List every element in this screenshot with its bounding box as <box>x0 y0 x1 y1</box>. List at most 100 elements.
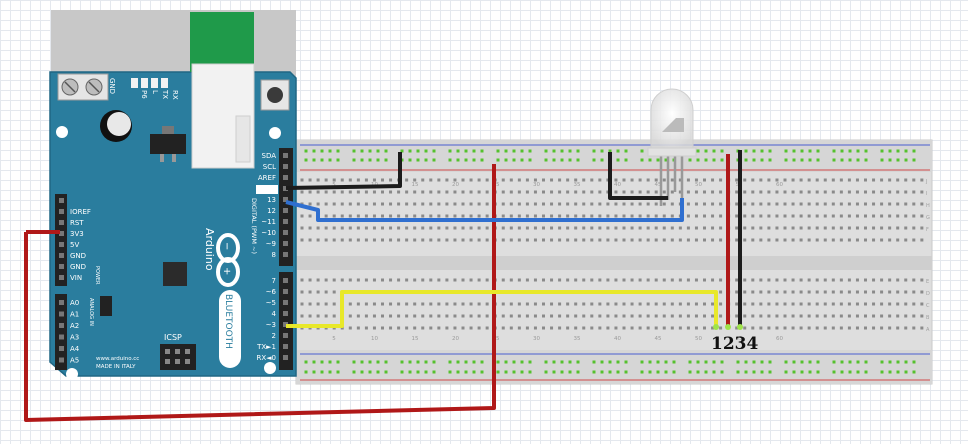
rail-hole <box>496 149 500 153</box>
rail-hole <box>496 360 500 364</box>
breadboard-hole <box>751 238 755 242</box>
breadboard-hole <box>558 226 562 230</box>
reset-button-cap[interactable] <box>267 87 283 103</box>
breadboard-hole <box>719 214 723 218</box>
breadboard-hole <box>606 226 610 230</box>
breadboard-hole <box>735 226 739 230</box>
breadboard-hole <box>815 290 819 294</box>
breadboard-hole <box>453 278 457 282</box>
rail-hole <box>712 360 716 364</box>
breadboard-hole <box>847 202 851 206</box>
breadboard-hole <box>783 326 787 330</box>
breadboard-hole <box>711 326 715 330</box>
rail-hole <box>472 370 476 374</box>
breadboard-hole <box>807 226 811 230</box>
breadboard-hole <box>550 238 554 242</box>
breadboard-hole <box>622 314 626 318</box>
breadboard-hole <box>485 238 489 242</box>
row-letter: H <box>926 203 930 209</box>
breadboard-hole <box>735 302 739 306</box>
rail-hole <box>696 370 700 374</box>
breadboard-hole <box>461 326 465 330</box>
breadboard-hole <box>332 178 336 182</box>
rail-hole <box>320 158 324 162</box>
breadboard-hole <box>831 226 835 230</box>
breadboard-hole <box>316 302 320 306</box>
breadboard-hole <box>582 326 586 330</box>
breadboard-hole <box>405 214 409 218</box>
rail-hole <box>760 149 764 153</box>
breadboard-hole <box>308 278 312 282</box>
breadboard-hole <box>719 302 723 306</box>
rail-hole <box>904 360 908 364</box>
power-group-label: POWER <box>94 266 100 285</box>
rail-hole <box>432 370 436 374</box>
breadboard-hole <box>638 302 642 306</box>
rail-hole <box>712 158 716 162</box>
breadboard-hole <box>477 302 481 306</box>
breadboard-hole <box>590 190 594 194</box>
breadboard-hole <box>735 238 739 242</box>
rail-hole <box>864 370 868 374</box>
breadboard-hole <box>654 190 658 194</box>
rail-hole <box>336 360 340 364</box>
breadboard-hole <box>332 290 336 294</box>
rail-hole <box>704 370 708 374</box>
rail-hole <box>664 370 668 374</box>
breadboard-hole <box>711 214 715 218</box>
breadboard-hole <box>413 302 417 306</box>
rail-hole <box>400 149 404 153</box>
breadboard-hole <box>340 238 344 242</box>
breadboard-hole <box>324 178 328 182</box>
breadboard-hole <box>389 302 393 306</box>
header-pin <box>59 323 64 328</box>
rail-hole <box>328 149 332 153</box>
breadboard-hole <box>791 314 795 318</box>
breadboard-hole <box>912 178 916 182</box>
breadboard-hole <box>558 278 562 282</box>
power-pin-label: VIN <box>70 274 82 282</box>
breadboard-hole <box>888 190 892 194</box>
rail-hole <box>744 158 748 162</box>
rail-hole <box>424 158 428 162</box>
breadboard-hole <box>711 238 715 242</box>
breadboard-hole <box>888 278 892 282</box>
rail-hole <box>408 149 412 153</box>
rail-hole <box>640 158 644 162</box>
breadboard-hole <box>566 278 570 282</box>
rail-hole <box>560 158 564 162</box>
breadboard-hole <box>694 314 698 318</box>
breadboard-hole <box>678 326 682 330</box>
breadboard-hole <box>421 178 425 182</box>
breadboard-hole <box>711 278 715 282</box>
rail-hole <box>448 158 452 162</box>
breadboard-hole <box>751 290 755 294</box>
rail-hole <box>424 360 428 364</box>
breadboard-hole <box>638 226 642 230</box>
breadboard-hole <box>405 326 409 330</box>
breadboard-hole <box>550 326 554 330</box>
rail-hole <box>800 370 804 374</box>
breadboard-hole <box>356 190 360 194</box>
breadboard-hole <box>896 290 900 294</box>
rail-hole <box>768 370 772 374</box>
breadboard-hole <box>614 190 618 194</box>
rail-hole <box>800 149 804 153</box>
rail-hole <box>744 360 748 364</box>
power-pin-label: RST <box>70 219 84 227</box>
breadboard-hole <box>686 278 690 282</box>
breadboard-hole <box>598 178 602 182</box>
breadboard-hole <box>751 326 755 330</box>
rail-hole <box>352 158 356 162</box>
header-pin <box>283 175 288 180</box>
breadboard-hole <box>501 238 505 242</box>
rail-hole <box>528 360 532 364</box>
breadboard-hole <box>630 326 634 330</box>
breadboard-hole <box>566 238 570 242</box>
column-number-top: 45 <box>655 182 662 188</box>
analog-pin-label: A3 <box>70 334 79 342</box>
breadboard-hole <box>356 214 360 218</box>
breadboard-hole <box>405 178 409 182</box>
breadboard-hole <box>372 326 376 330</box>
